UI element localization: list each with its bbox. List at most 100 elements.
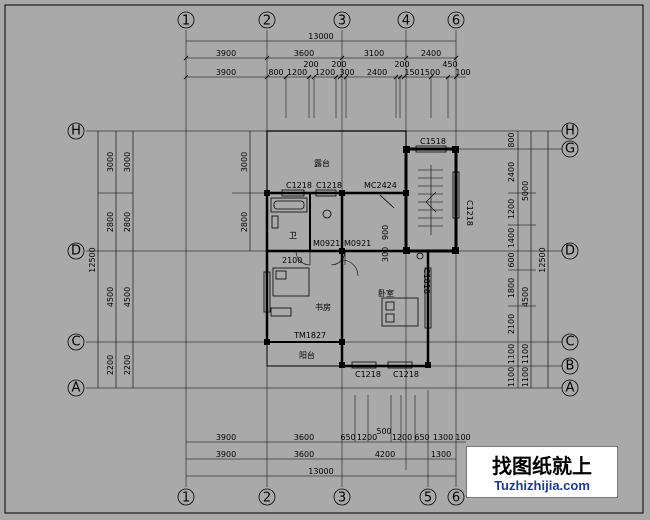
dim-right-a: 1100: [507, 367, 516, 387]
top-dimension-text: 13000 3900 3600 3100 2400 3900 800 1200 …: [216, 32, 471, 77]
dim-left-outer: 2800: [106, 212, 115, 232]
dim-right-a: 800: [507, 132, 516, 147]
room-label-bedroom: 卧室: [378, 288, 394, 298]
dim-left-inner: 4500: [123, 287, 132, 307]
axis-label-top-3: 3: [338, 14, 346, 29]
dim-right-b: 1100: [521, 367, 530, 387]
dim-bottom-row1: 3900: [216, 433, 236, 442]
axis-bubbles: [67, 11, 579, 506]
axis-label-bottom-1: 1: [182, 491, 190, 506]
axis-label-top-2: 2: [263, 14, 271, 29]
dim-top-row2: 200: [394, 60, 409, 69]
axis-label-left-a: A: [72, 381, 81, 396]
dim-left-inner: 2800: [123, 212, 132, 232]
dim-right-a: 1200: [507, 199, 516, 219]
drawing-border: [4, 4, 644, 514]
right-dimension-lines: [508, 131, 549, 388]
axis-label-right-h: H: [565, 124, 575, 139]
room-label-terrace: 露台: [314, 158, 330, 168]
door-label-m0921-b: M0921: [344, 239, 371, 248]
window-label-c1218-bot-a: C1218: [355, 370, 381, 379]
axis-label-right-g: G: [565, 142, 575, 157]
dim-top-row2: 1500: [420, 68, 440, 77]
watermark-url: Tuzhizhijia.com: [494, 478, 590, 493]
dim-top-row2: 450: [442, 60, 457, 69]
dim-label-2800: 2800: [240, 212, 249, 232]
dim-right-a: 2400: [507, 162, 516, 182]
dim-left-outer: 4500: [106, 287, 115, 307]
dim-right-b: 5000: [521, 181, 530, 201]
dim-bottom-row1: 1200: [357, 433, 377, 442]
dim-right-b: 4500: [521, 287, 530, 307]
windows: [263, 145, 460, 369]
window-label-c1218-right: C1218: [465, 200, 474, 226]
window-label-c1218-b: C1218: [316, 181, 342, 190]
terrace-parapet: [266, 130, 407, 193]
room-label-study: 书房: [315, 302, 331, 312]
dim-right-a: 1800: [507, 278, 516, 298]
dim-bottom-row2: 1300: [431, 450, 451, 459]
dim-label-3000: 3000: [240, 152, 249, 172]
dim-bottom-row2: 3900: [216, 450, 236, 459]
dim-right-b: 1100: [521, 344, 530, 364]
dim-bottom-row1: 650: [340, 433, 355, 442]
left-dimension-text: 12500 3000 2800 4500 2200 3000 2800 4500…: [88, 152, 132, 375]
window-label-c1218-a: C1218: [286, 181, 312, 190]
plan-labels: 露台 书房 卧室 阳台 卫 C1518 C1218 C1218 MC2424 M…: [240, 137, 474, 379]
dim-top-row2: 1200: [287, 68, 307, 77]
room-label-balcony: 阳台: [299, 350, 315, 360]
dim-left-outer: 2200: [106, 355, 115, 375]
dim-top-row1: 3100: [364, 49, 384, 58]
room-label-bath: 卫: [289, 231, 297, 240]
dim-bottom-row1: 3600: [294, 433, 314, 442]
dim-bottom-row2: 4200: [375, 450, 395, 459]
dim-label-900: 900: [381, 225, 390, 240]
axis-label-left-d: D: [71, 244, 81, 259]
dim-left-total: 12500: [88, 247, 97, 272]
dim-top-row2: 100: [455, 68, 470, 77]
dim-left-outer: 3000: [106, 152, 115, 172]
dim-top-row2: 2400: [367, 68, 387, 77]
dim-top-row1: 3900: [216, 49, 236, 58]
dim-left-inner: 3000: [123, 152, 132, 172]
axis-grid-lines: [86, 30, 567, 487]
door-label-tm1827: TM1827: [293, 331, 326, 340]
axis-label-top-1: 1: [182, 14, 190, 29]
right-dimension-text: 800 2400 1200 1400 600 1800 2100 1100 11…: [507, 132, 547, 387]
watermark: 找图纸就上 Tuzhizhijia.com: [466, 446, 618, 498]
dim-top-row2: 150: [404, 68, 419, 77]
axis-label-bottom-6: 6: [452, 491, 460, 506]
door-label-mc2424: MC2424: [364, 181, 397, 190]
dim-bottom-row1: 650: [414, 433, 429, 442]
dim-right-a: 1100: [507, 344, 516, 364]
study-desk: [270, 307, 292, 317]
bathtub: [270, 197, 308, 213]
dim-bottom-row1: 1300: [433, 433, 453, 442]
dim-bottom-row2: 3600: [294, 450, 314, 459]
axis-label-right-d: D: [565, 244, 575, 259]
dim-label-2100: 2100: [282, 256, 302, 265]
dim-label-300: 300: [381, 247, 390, 262]
dim-top-row1: 2400: [421, 49, 441, 58]
dim-right-a: 600: [507, 252, 516, 267]
dim-right-a: 2100: [507, 314, 516, 334]
top-dimension-lines: [183, 40, 466, 118]
bottom-dimension-text: 3900 3600 650 1200 500 1200 650 1300 100…: [216, 427, 471, 476]
doors: [295, 250, 359, 277]
door-label-m0921-a: M0921: [313, 239, 340, 248]
axis-label-left-h: H: [71, 124, 81, 139]
axis-label-right-b: B: [566, 359, 575, 374]
watermark-title: 找图纸就上: [492, 454, 592, 478]
dim-bottom-total: 13000: [308, 467, 333, 476]
dim-top-row2: 300: [339, 68, 354, 77]
axis-label-top-6: 6: [452, 14, 460, 29]
axis-labels: 1 2 3 4 6 1 2 3 5 6 H D C A H G D C B A: [71, 14, 575, 506]
dim-top-row2: 1200: [315, 68, 335, 77]
dim-left-inner: 2200: [123, 355, 132, 375]
staircase: [418, 165, 443, 235]
dim-top-row2: 200: [303, 60, 318, 69]
washbasin: [271, 215, 279, 229]
balcony-outline: [266, 341, 343, 367]
axis-label-top-4: 4: [402, 14, 410, 29]
toilet: [322, 209, 332, 219]
